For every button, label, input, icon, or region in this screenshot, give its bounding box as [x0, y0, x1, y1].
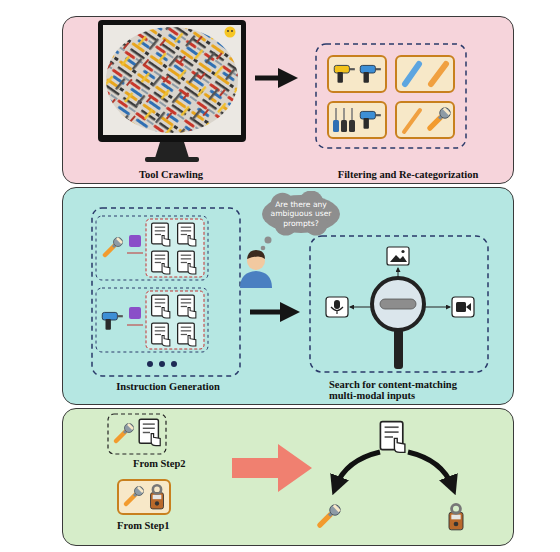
step-panel: From Step2From Step1 [62, 408, 514, 546]
step-label: Instruction Generation [93, 381, 243, 392]
step-label: Filtering and Re-categorization [313, 169, 503, 180]
thought-bubble: Are there any ambiguous user prompts? [259, 191, 343, 237]
step-label: From Step1 [117, 520, 197, 531]
step-panel: Instruction Generation Search for content… [62, 187, 514, 405]
step-label: Tool Crawling [101, 169, 241, 180]
step-label: From Step2 [133, 458, 213, 469]
bubble-text: Are there any ambiguous user prompts? [259, 191, 343, 237]
step-label: Search for content-matching multi-modal … [329, 379, 479, 401]
step-panel: Tool Crawling Filtering and Re-categoriza… [62, 16, 514, 184]
